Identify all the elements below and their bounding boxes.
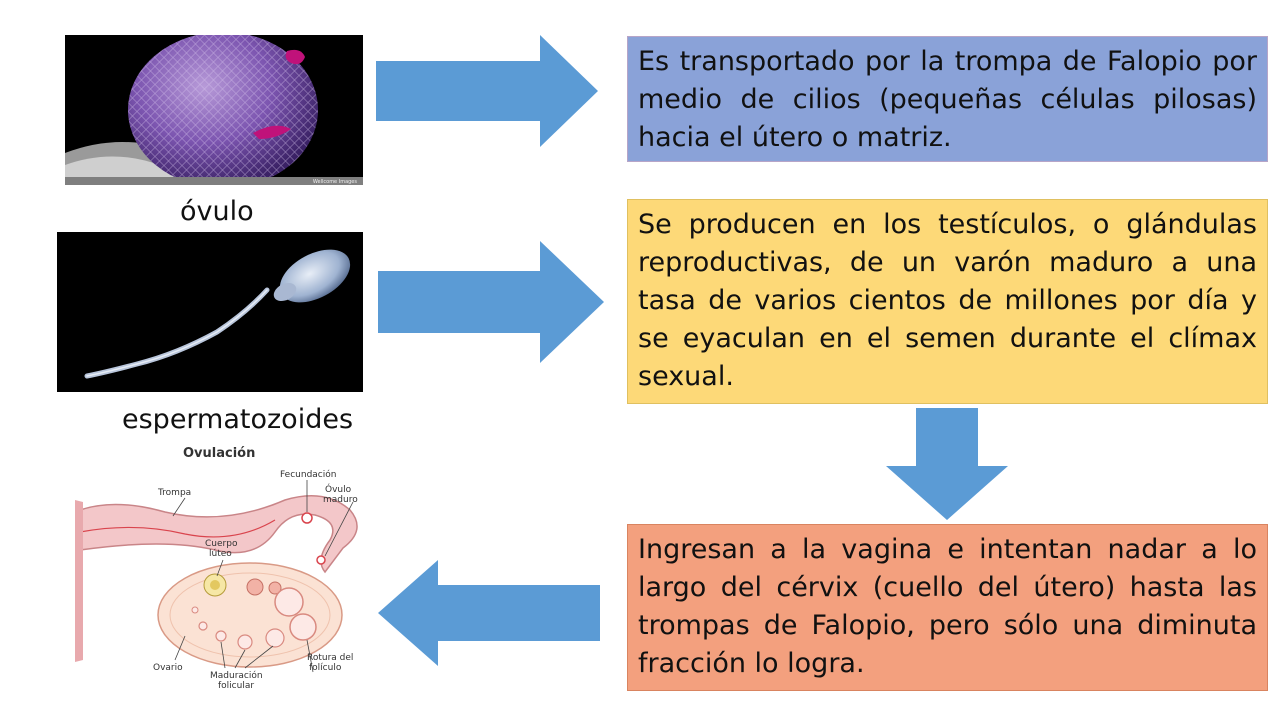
label-cuerpo-luteo-1: Cuerpo bbox=[205, 539, 238, 549]
box-ingreso-text: Ingresan a la vagina e intentan nadar a … bbox=[638, 534, 1257, 679]
ovulo-image: Wellcome Images bbox=[65, 35, 363, 185]
box-ingreso: Ingresan a la vagina e intentan nadar a … bbox=[627, 524, 1268, 691]
box-produccion-text: Se producen en los testículos, o glándul… bbox=[638, 209, 1257, 392]
label-maduracion-1: Maduración bbox=[210, 670, 263, 681]
ovulacion-diagram: Ovulación bbox=[75, 440, 375, 690]
label-trompa: Trompa bbox=[157, 488, 191, 498]
box-transporte: Es transportado por la trompa de Falopio… bbox=[627, 36, 1268, 162]
arrow-right-1 bbox=[376, 35, 598, 147]
arrow-right-2 bbox=[378, 241, 604, 363]
image-credit: Wellcome Images bbox=[313, 179, 358, 185]
box-transporte-text: Es transportado por la trompa de Falopio… bbox=[638, 46, 1257, 153]
ovulo-caption: óvulo bbox=[180, 196, 254, 227]
label-rotura-2: folículo bbox=[309, 663, 342, 673]
label-maduracion-2: folicular bbox=[218, 681, 254, 690]
label-cuerpo-luteo-2: lúteo bbox=[209, 549, 232, 559]
arrow-left bbox=[378, 560, 600, 666]
box-produccion: Se producen en los testículos, o glándul… bbox=[627, 199, 1268, 404]
ovulacion-title: Ovulación bbox=[183, 446, 255, 461]
espermatozoide-image bbox=[57, 232, 363, 392]
label-ovario: Ovario bbox=[153, 663, 183, 673]
label-ovulo-maduro-2: maduro bbox=[323, 495, 358, 505]
arrow-down bbox=[886, 408, 1008, 520]
label-rotura-1: Rotura del bbox=[307, 653, 353, 663]
espermatozoides-caption: espermatozoides bbox=[122, 404, 354, 435]
label-fecundacion: Fecundación bbox=[280, 469, 336, 480]
label-ovulo-maduro-1: Óvulo bbox=[325, 483, 352, 495]
